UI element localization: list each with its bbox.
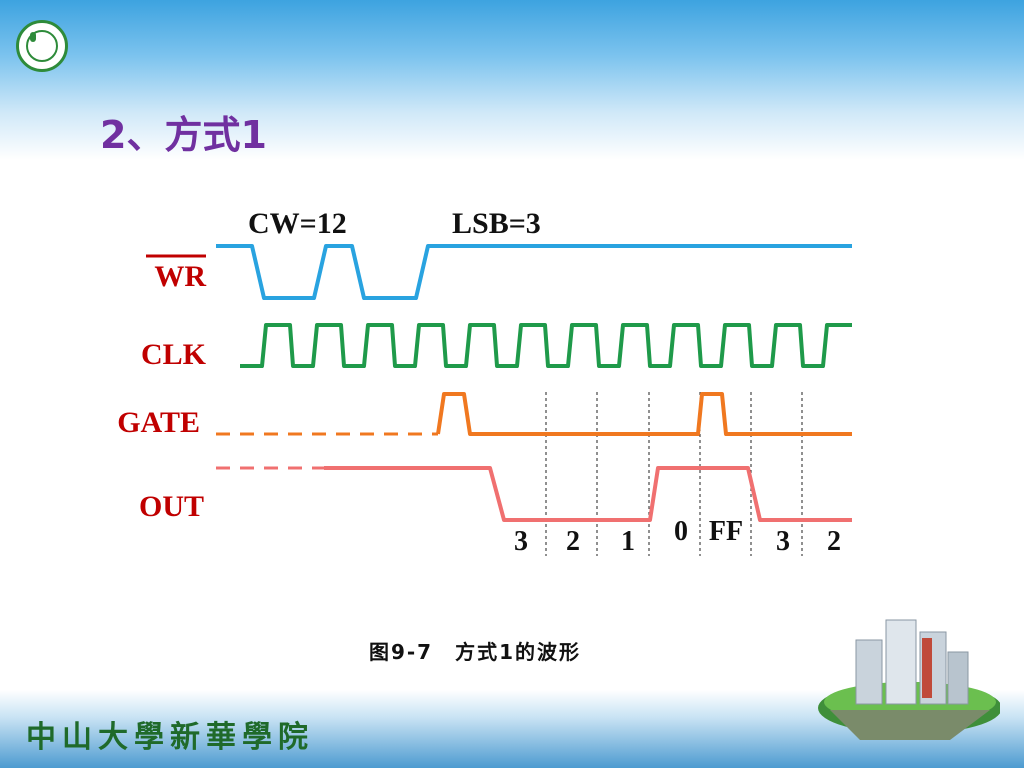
count-value: 3 <box>776 526 790 557</box>
count-value: 2 <box>566 526 580 557</box>
logo-emblem <box>30 32 36 42</box>
lsb-annotation: LSB=3 <box>452 207 541 240</box>
count-value: 1 <box>621 526 635 557</box>
signal-label-out: OUT <box>139 490 204 523</box>
count-value: 0 <box>674 516 688 547</box>
figure-caption: 图9-7 方式1的波形 <box>368 640 582 664</box>
count-value: 3 <box>514 526 528 557</box>
gate-waveform <box>436 392 852 436</box>
count-value: 2 <box>827 526 841 557</box>
signal-label-wr: WR <box>154 260 206 293</box>
slide-title: 2、方式1 <box>100 113 267 157</box>
wr-waveform <box>216 244 852 300</box>
campus-illustration <box>818 619 1000 740</box>
signal-label-clk: CLK <box>141 338 207 371</box>
header-background <box>0 0 1024 160</box>
clk-waveform <box>240 323 852 368</box>
school-logo <box>16 20 68 72</box>
out-waveform <box>324 466 852 522</box>
cw-annotation: CW=12 <box>248 207 347 240</box>
signal-label-gate: GATE <box>117 406 200 439</box>
school-name: 中山大學新華學院 <box>26 720 314 755</box>
count-value: FF <box>709 516 743 547</box>
logo-ring <box>26 30 58 62</box>
